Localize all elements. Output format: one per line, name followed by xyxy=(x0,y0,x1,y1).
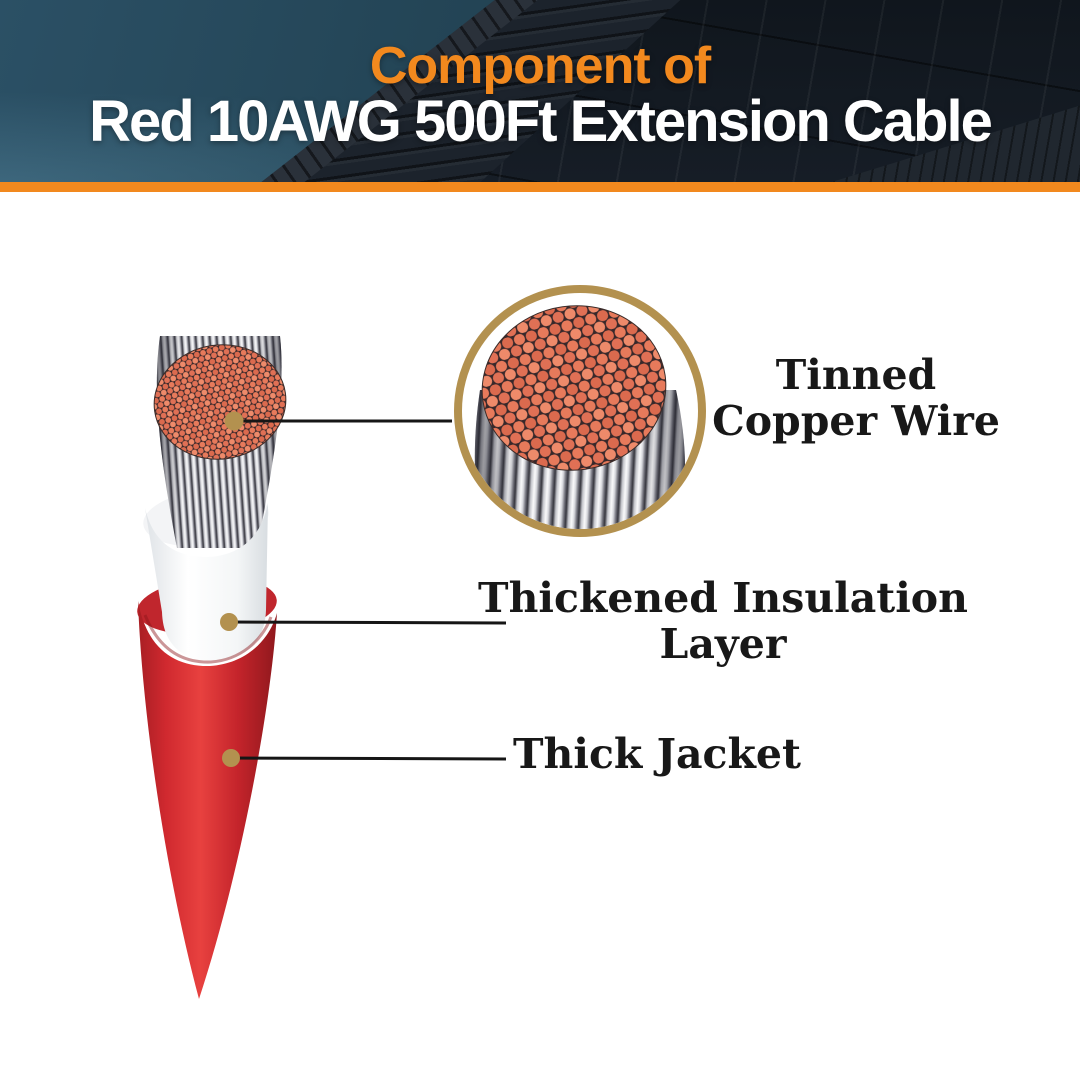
label-thickened-insulation-layer: Thickened Insulation Layer xyxy=(478,575,968,667)
cable-illustration xyxy=(137,336,287,999)
orange-divider-bar xyxy=(0,182,1080,192)
cable-cutaway-graphic xyxy=(137,285,706,999)
header-eyebrow: Component of xyxy=(369,37,711,95)
jacket-rim-shadow xyxy=(143,614,273,664)
label-tinned-copper-wire: Tinned Copper Wire xyxy=(712,352,1000,444)
diagram-area: Tinned Copper Wire Thickened Insulation … xyxy=(0,192,1080,1080)
callout-dot-insulation xyxy=(220,613,238,631)
callout-dot-jacket xyxy=(222,749,240,767)
label-line: Tinned xyxy=(775,351,937,399)
label-line: Thick Jacket xyxy=(513,730,801,778)
magnified-copper-face xyxy=(481,305,667,471)
jacket-cone xyxy=(138,601,277,999)
magnifier xyxy=(454,285,706,537)
callout-lines xyxy=(220,411,507,767)
copper-cut-face xyxy=(153,344,287,460)
callout-line-jacket xyxy=(230,756,507,761)
label-line: Layer xyxy=(659,620,787,668)
header-title: Red 10AWG 500Ft Extension Cable xyxy=(89,89,993,154)
label-thick-jacket: Thick Jacket xyxy=(513,731,801,777)
callout-dot-copper xyxy=(224,411,244,431)
label-line: Copper Wire xyxy=(712,397,1000,445)
header-banner: Component of Red 10AWG 500Ft Extension C… xyxy=(0,0,1080,182)
label-line: Thickened Insulation xyxy=(478,574,968,622)
callout-line-insulation xyxy=(228,620,507,625)
